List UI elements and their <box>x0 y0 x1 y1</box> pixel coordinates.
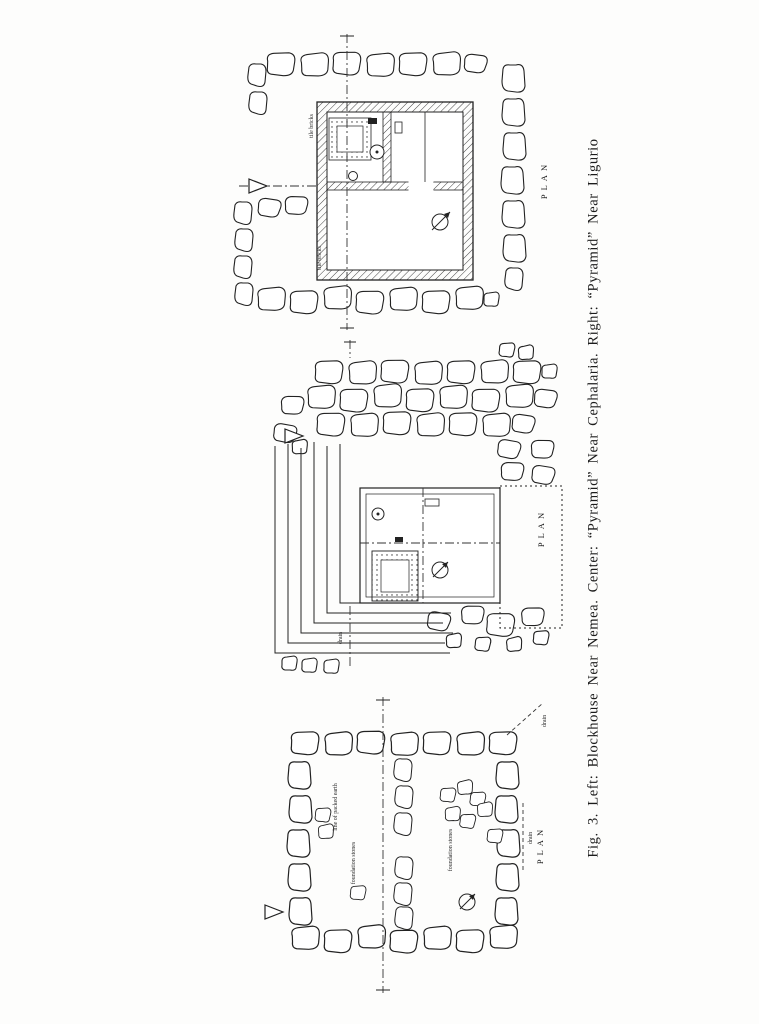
north-indicator-icon <box>431 211 451 231</box>
entrance-arrow-icon <box>264 904 285 920</box>
inner-building <box>316 101 474 281</box>
plan-label-nemea: PLAN <box>535 826 545 864</box>
plan-cephalaria-drawing: drain PLAN <box>272 340 563 674</box>
cross-wall-stones <box>393 758 414 930</box>
annotation-drain: drain <box>338 632 344 644</box>
figure-caption: Fig. 3. Left: Blockhouse Near Nemea. Cen… <box>585 138 602 858</box>
annotation-tile-bricks-lower: tile bricks <box>317 245 323 269</box>
plan-nemea-drawing: line of packed earth foundation stones f… <box>264 697 548 993</box>
annotation-drain-top: drain <box>542 715 548 727</box>
inner-court <box>359 487 501 604</box>
north-indicator-icon <box>431 561 449 579</box>
annotation-foundation-stones-left: foundation stones <box>350 841 357 884</box>
plan-cephalaria: drain PLAN <box>245 338 575 674</box>
plan-label-ligurio: PLAN <box>539 161 549 199</box>
annotation-foundation-stones-right: foundation stones <box>447 828 454 871</box>
annotation-packed-earth: line of packed earth <box>332 783 339 830</box>
excavation-limit-outline <box>499 485 563 629</box>
pyramid-step-lines <box>274 442 453 654</box>
annotation-drain-right: drain <box>528 832 534 844</box>
plan-label-cephalaria: PLAN <box>536 509 546 547</box>
plan-nemea: line of packed earth foundation stones f… <box>255 695 555 995</box>
north-indicator-icon <box>458 893 476 911</box>
plan-ligurio-drawing: tile bricks tile bricks PLAN <box>233 34 549 330</box>
drain-line-top <box>506 702 544 736</box>
annotation-tile-bricks-upper: tile bricks <box>309 113 315 137</box>
entrance-arrow-icon <box>248 178 269 194</box>
entrance-arrow-icon <box>284 428 305 444</box>
plan-ligurio: tile bricks tile bricks PLAN <box>225 30 570 335</box>
